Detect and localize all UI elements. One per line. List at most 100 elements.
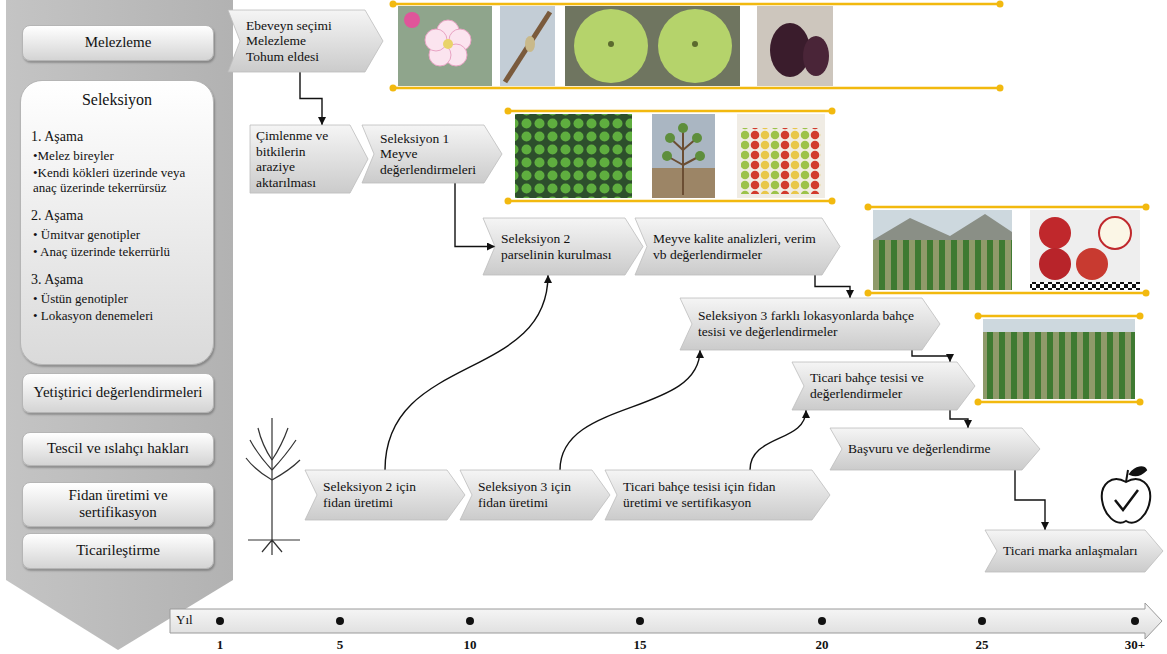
process-text: Seleksiyon 3 için fidan üretimi — [478, 479, 588, 510]
illustration-circle — [608, 41, 614, 47]
sapling-sketch — [246, 418, 300, 555]
process-text: Ticari bahçe tesisi için fidan üretimi v… — [623, 479, 808, 510]
arrow-fill — [635, 218, 840, 275]
illustration-circle — [975, 313, 982, 320]
illustration-line — [393, 87, 1000, 90]
illustration-circle — [865, 204, 872, 211]
arrow-fill — [830, 428, 1040, 470]
photo-strip-selection-2 — [865, 204, 1150, 297]
illustration-circle — [1039, 217, 1071, 249]
illustration-circle — [978, 617, 986, 625]
illustration-circle — [1099, 217, 1131, 249]
process-arrow: Başvuru ve değerlendirme — [830, 428, 1040, 470]
process-text: Meyve kalite analizleri, verim vb değerl… — [653, 231, 818, 262]
apple-check-icon — [1102, 467, 1150, 522]
axis-title: Yıl — [176, 613, 210, 627]
flow-arrow — [815, 275, 850, 298]
process-arrow: Ticari marka anlaşmaları — [985, 530, 1163, 572]
process-text: Çimlenme ve bitkilerin araziye aktarılma… — [256, 128, 346, 190]
year-number: 25 — [962, 638, 1002, 652]
illustration-path — [246, 428, 300, 480]
flow-arrow — [385, 275, 548, 470]
arrow-fill — [250, 125, 368, 193]
illustration-circle — [997, 1, 1004, 8]
phase-arrow-panel — [6, 0, 233, 650]
illustration-path — [1130, 467, 1146, 475]
arrow-fill — [460, 470, 610, 520]
process-arrow: Meyve kalite analizleri, verim vb değerl… — [635, 218, 840, 275]
illustration-circle — [975, 399, 982, 406]
illustration-rect — [565, 6, 740, 86]
illustration-circle — [678, 123, 688, 133]
illustration-line — [393, 3, 1000, 6]
illustration-circle — [1076, 248, 1108, 280]
year-number: 20 — [802, 638, 842, 652]
arrow-fill — [680, 298, 940, 350]
year-number: 1 — [200, 638, 240, 652]
stage-bullet: • Üstün genotipler — [31, 292, 203, 307]
process-text: Ticari marka anlaşmaları — [1003, 543, 1141, 559]
stage-bullet: •Melez bireyler — [31, 149, 203, 164]
illustration-circle — [695, 151, 705, 161]
illustration-rect — [1030, 210, 1140, 290]
flow-arrow — [560, 350, 700, 470]
process-text: Seleksiyon 2 parselinin kurulması — [501, 231, 621, 262]
phase-box: Tescil ve ıslahçı hakları — [22, 432, 214, 466]
stage-heading: 1. Aşama — [31, 129, 203, 145]
phase-label: Ticarileştirme — [31, 542, 205, 559]
illustration-circle — [443, 39, 453, 49]
process-text: Ticari bahçe tesisi ve değerlendirmeler — [810, 370, 953, 401]
illustration-circle — [829, 198, 836, 205]
flow-arrow — [912, 350, 950, 362]
photo-strip-selection-1 — [505, 108, 836, 205]
illustration-circle — [1137, 399, 1144, 406]
illustration-rect — [500, 6, 555, 86]
phase-box: Melezleme — [22, 25, 214, 61]
illustration-ellipse — [525, 36, 535, 52]
illustration-circle — [574, 9, 648, 83]
process-text: Melezleme — [246, 33, 361, 49]
flow-arrow — [300, 72, 322, 125]
illustration-circle — [336, 617, 344, 625]
illustration-rect — [983, 332, 1135, 399]
phase-label: Yetiştirici değerlendirmeleri — [31, 384, 205, 401]
arrow-fill — [483, 218, 643, 275]
process-arrow: Ticari bahçe tesisi için fidan üretimi v… — [605, 470, 830, 520]
year-number: 30+ — [1112, 638, 1158, 652]
process-arrow: Çimlenme ve bitkilerin araziye aktarılma… — [250, 125, 368, 193]
illustration-line — [978, 401, 1140, 404]
stage-bullet: •Kendi kökleri üzerinde veya anaç üzerin… — [31, 166, 203, 196]
phase-label: Melezleme — [31, 34, 205, 51]
illustration-circle — [216, 617, 224, 625]
illustration-rect — [1030, 282, 1140, 290]
arrow-fill — [605, 470, 830, 520]
illustration-circle — [390, 1, 397, 8]
illustration-circle — [1131, 617, 1139, 625]
process-arrow: Seleksiyon 2 için fidan üretimi — [305, 470, 465, 520]
illustration-circle — [404, 12, 420, 28]
process-arrow: Seleksiyon 1Meyve değerlendirmeleri — [362, 125, 502, 183]
process-arrow: Seleksiyon 3 için fidan üretimi — [460, 470, 610, 520]
photo-strip-selection-3 — [975, 313, 1144, 406]
illustration-circle — [692, 133, 702, 143]
stage-heading: 2. Aşama — [31, 208, 203, 224]
illustration-circle — [505, 198, 512, 205]
illustration-circle — [692, 41, 698, 47]
illustration-circle — [1039, 248, 1071, 280]
panel-heading: Seleksiyon — [31, 91, 203, 109]
illustration-circle — [390, 85, 397, 92]
illustration-path — [1102, 479, 1150, 522]
process-arrow: Ebeveyn seçimiMelezlemeTohum eldesi — [228, 10, 383, 72]
illustration-circle — [997, 85, 1004, 92]
arrow-fill — [792, 362, 975, 410]
illustration-circle — [818, 617, 826, 625]
illustration-circle — [865, 290, 872, 297]
year-number: 10 — [450, 638, 490, 652]
process-text: Meyve değerlendirmeleri — [380, 146, 480, 177]
illustration-rect — [515, 114, 632, 198]
stage-heading: 3. Aşama — [31, 272, 203, 288]
illustration-rect — [398, 6, 492, 86]
illustration-circle — [505, 108, 512, 115]
arrow-fill — [362, 125, 502, 183]
